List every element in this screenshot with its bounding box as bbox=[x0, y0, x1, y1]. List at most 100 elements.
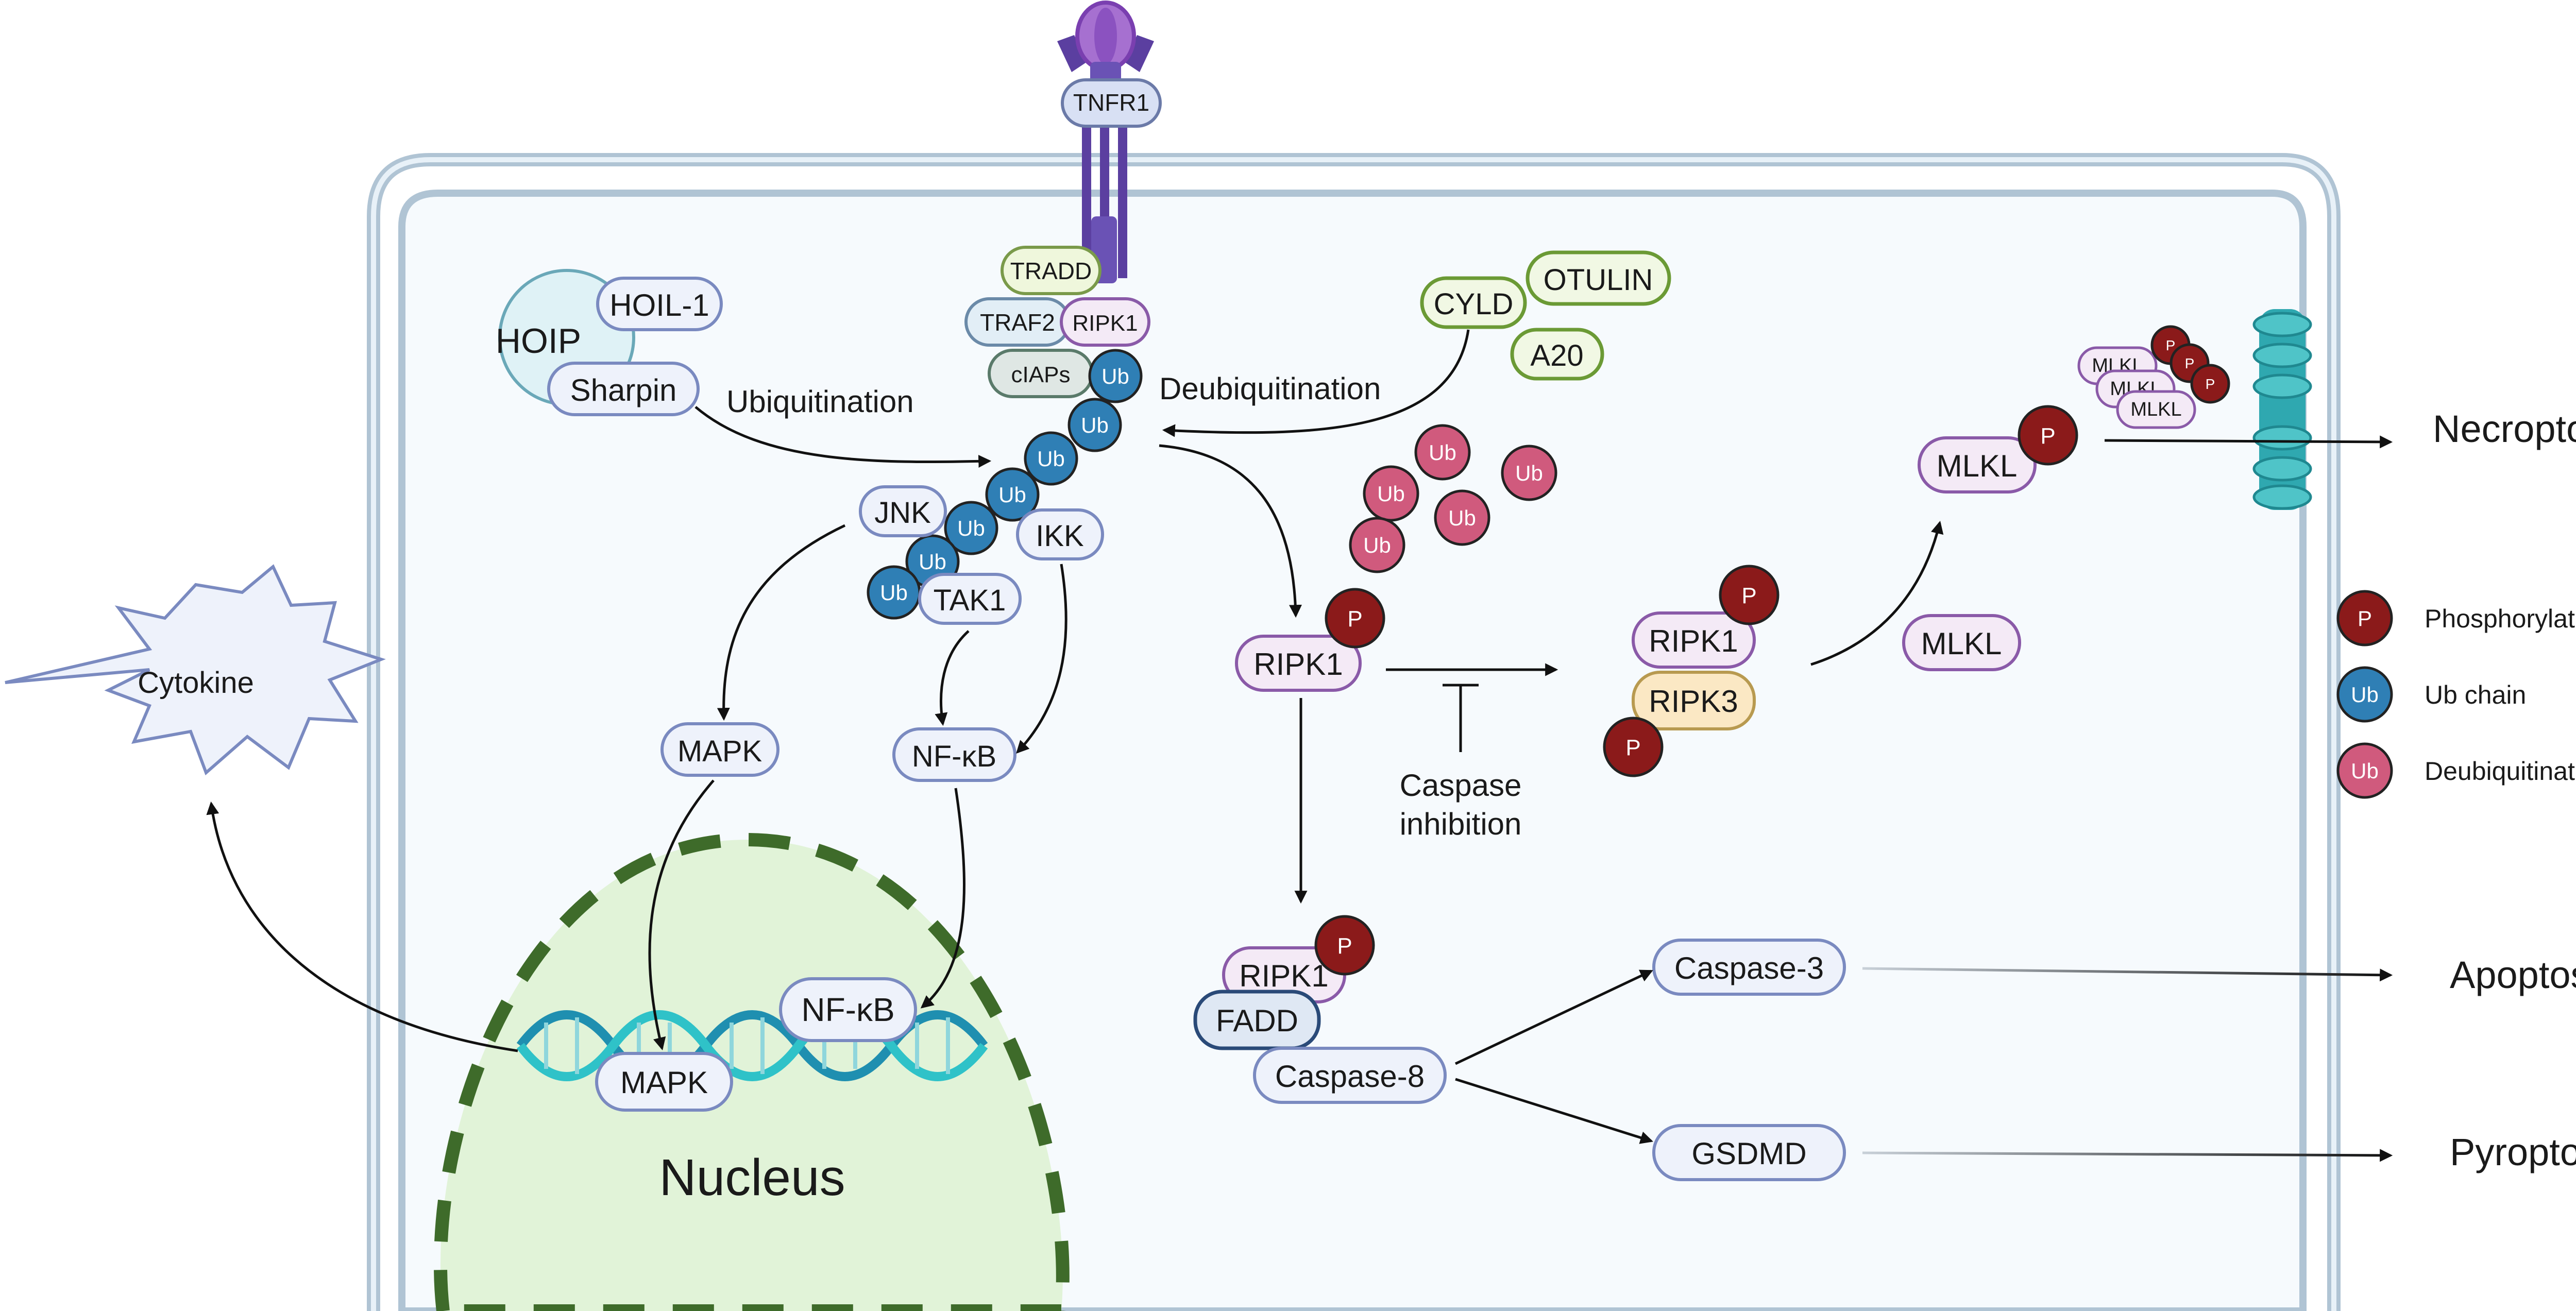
ciaps-label: cIAPs bbox=[1011, 362, 1071, 387]
caspase3-label: Caspase-3 bbox=[1674, 951, 1824, 985]
deub-ub-2: Ub bbox=[1501, 445, 1557, 501]
ub-chain-bead-1-label: Ub bbox=[1101, 364, 1129, 388]
fadd-label: FADD bbox=[1216, 1003, 1298, 1038]
phospho-badge-4-label: P bbox=[2040, 423, 2055, 449]
ub-chain-bead-3: Ub bbox=[1024, 431, 1078, 486]
phospho-badge-3: P bbox=[1603, 717, 1664, 777]
deub-ub-5: Ub bbox=[1349, 517, 1405, 573]
phospho-badge-2: P bbox=[1719, 565, 1780, 625]
legend-item-2: Ub Ub chain bbox=[2336, 666, 2526, 723]
ub-chain-bead-6-label: Ub bbox=[919, 550, 946, 574]
caspase3-to-apoptosis-arrow bbox=[1862, 967, 2393, 982]
ripk3-label: RIPK3 bbox=[1649, 684, 1738, 719]
process-labels: Ubiquitination Deubiquitination Caspase … bbox=[726, 371, 1521, 841]
sharpin-label: Sharpin bbox=[570, 373, 677, 407]
necrosome: RIPK1 RIPK3 bbox=[1632, 611, 1756, 730]
deub-ub-4: Ub bbox=[1434, 489, 1490, 546]
phospho-badge-8-label: P bbox=[2206, 376, 2215, 392]
mapk-to-nucleus-arrow bbox=[648, 779, 715, 1051]
nfkb-nucleus-label: NF-κB bbox=[801, 991, 894, 1028]
legend-badge-1: P bbox=[2358, 606, 2372, 631]
caspase8-label: Caspase-8 bbox=[1275, 1059, 1425, 1094]
outcome-labels: Necroptosis Apoptosis Pyroptosis bbox=[2433, 407, 2576, 1173]
legend-label-3: Deubiquitinated Ub bbox=[2425, 757, 2576, 786]
dna-helix-icon bbox=[516, 1010, 988, 1081]
ub-chain-bead-2: Ub bbox=[1067, 398, 1122, 452]
nfkb-to-nucleus-arrow bbox=[920, 788, 965, 1009]
pyroptosis-label: Pyroptosis bbox=[2450, 1131, 2576, 1173]
nfkb-label: NF-κB bbox=[912, 740, 996, 773]
gsdmd-label: GSDMD bbox=[1691, 1136, 1806, 1171]
necrosome-to-mlkl-arrow bbox=[1810, 520, 1944, 666]
hoil1-label: HOIL-1 bbox=[609, 288, 709, 322]
mlkl-oligomer: MLKL MLKL MLKL bbox=[2077, 346, 2196, 429]
legend-badge-3: Ub bbox=[2351, 759, 2379, 783]
jnk-label: JNK bbox=[874, 496, 931, 530]
cytokine-label: Cytokine bbox=[138, 666, 254, 700]
cyld-label: CYLD bbox=[1434, 287, 1514, 321]
signal-nodes: MAPK NF-κB bbox=[660, 722, 1016, 782]
caspase8-to-caspase3-arrow bbox=[1454, 969, 1653, 1065]
tak1-label: TAK1 bbox=[934, 584, 1006, 617]
a20-label: A20 bbox=[1530, 339, 1583, 372]
deubiquitination-label: Deubiquitination bbox=[1159, 371, 1381, 406]
mlkl-to-necroptosis-arrow bbox=[2104, 435, 2393, 449]
caspase-inhibition-label-2: inhibition bbox=[1400, 807, 1522, 841]
ub-chain-bead-4: Ub bbox=[985, 467, 1040, 522]
tradd-label: TRADD bbox=[1010, 258, 1092, 284]
deub-ub-1-label: Ub bbox=[1429, 440, 1456, 465]
caspase8-to-gsdmd-arrow bbox=[1455, 1078, 1653, 1144]
phospho-badge-4: P bbox=[2018, 405, 2078, 466]
legend-label-2: Ub chain bbox=[2425, 680, 2526, 709]
necroptosis-label: Necroptosis bbox=[2433, 407, 2576, 450]
executor-nodes: Caspase-3 GSDMD bbox=[1652, 939, 1846, 1181]
kinase-group: JNK IKK TAK1 bbox=[859, 485, 1104, 625]
legend-item-1: PPhosphorylation bbox=[2336, 590, 2576, 646]
tnfr1-receptor: TNFR1 bbox=[1057, 1, 1162, 283]
ubiquitination-label: Ubiquitination bbox=[726, 384, 914, 419]
mapk-nucleus-label: MAPK bbox=[620, 1065, 708, 1100]
jnk-to-mapk-arrow bbox=[717, 524, 846, 721]
deub-ub-4-label: Ub bbox=[1448, 506, 1476, 530]
ub-chain-bead-7: Ub bbox=[867, 565, 921, 620]
deub-ub-5-label: Ub bbox=[1363, 533, 1391, 557]
phospho-badge-1-label: P bbox=[1347, 606, 1362, 632]
receptor-complex: TRADD TRAF2 RIPK1 cIAPs bbox=[964, 246, 1150, 398]
nuclear-nodes: MAPK NF-κB bbox=[595, 977, 917, 1112]
phospho-badge-7-label: P bbox=[2185, 355, 2195, 371]
legend-item-3: Ub Deubiquitinated Ub bbox=[2336, 742, 2576, 799]
ripk1-necrosome-label: RIPK1 bbox=[1649, 624, 1738, 658]
phospho-badge-6-label: P bbox=[2166, 337, 2176, 353]
ripk1-center-label: RIPK1 bbox=[1253, 647, 1343, 682]
ub-chain-bead-3-label: Ub bbox=[1037, 447, 1065, 471]
ripk1-phospho-node: RIPK1 bbox=[1235, 635, 1362, 692]
nucleus-label: Nucleus bbox=[659, 1149, 845, 1206]
deub-ub-1: Ub bbox=[1414, 424, 1471, 481]
mlkl-nodes: MLKL MLKL MLKL MLKL MLKL bbox=[1902, 346, 2196, 671]
tak1-to-nfkb-arrow bbox=[935, 630, 970, 726]
deubiquitination-arrow bbox=[1162, 329, 1470, 437]
ripk1-apoptosis-label: RIPK1 bbox=[1239, 959, 1328, 993]
mlkl-pore-icon bbox=[2252, 309, 2312, 510]
ub-chain-bead-5: Ub bbox=[944, 501, 998, 555]
deub-ub-3-label: Ub bbox=[1377, 482, 1405, 506]
deub-ub-3: Ub bbox=[1363, 465, 1419, 522]
deub-ub-2-label: Ub bbox=[1515, 461, 1543, 485]
phospho-badge-3-label: P bbox=[1625, 735, 1640, 760]
mapk-label: MAPK bbox=[677, 735, 762, 768]
legend-badge-2: Ub bbox=[2351, 683, 2379, 707]
gsdmd-to-pyroptosis-arrow bbox=[1862, 1149, 2393, 1162]
ripk1-complex-label: RIPK1 bbox=[1072, 311, 1138, 336]
hoip-label: HOIP bbox=[496, 321, 581, 361]
legend: PPhosphorylationUbUb chainUbDeubiquitina… bbox=[2336, 590, 2576, 799]
ubiquitination-arrow bbox=[694, 406, 992, 468]
apoptosis-complex: RIPK1 FADD Caspase-8 bbox=[1193, 946, 1447, 1104]
ub-chain-bead-1: Ub bbox=[1088, 349, 1143, 403]
phospho-badge-8: P bbox=[2190, 364, 2230, 404]
apoptosis-label: Apoptosis bbox=[2450, 954, 2576, 996]
dub-group: CYLD OTULIN A20 bbox=[1420, 250, 1671, 381]
mlkl-phospho-label: MLKL bbox=[1937, 449, 2018, 483]
ub-chain-bead-2-label: Ub bbox=[1081, 413, 1109, 437]
